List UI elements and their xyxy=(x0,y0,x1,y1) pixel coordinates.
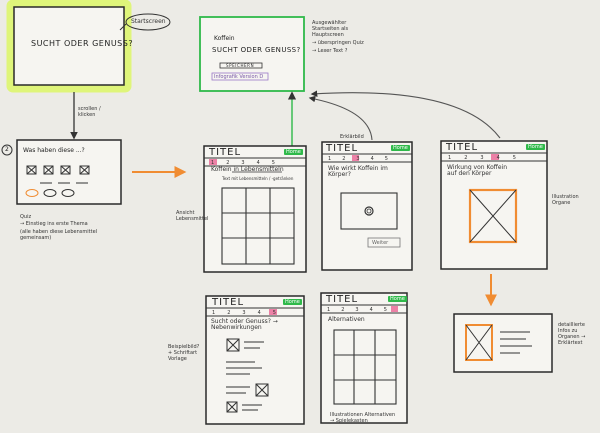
startscreen-bubble-label: Startscreen xyxy=(131,18,166,25)
tab-4[interactable]: 4 xyxy=(257,310,273,316)
tab-3[interactable]: 3 xyxy=(241,160,257,166)
tab-5[interactable]: 5 xyxy=(512,155,529,161)
screen5-title: TITEL xyxy=(326,294,359,305)
screen2-button-label: Weiter xyxy=(372,240,389,246)
screen3-home-button[interactable]: Home xyxy=(526,144,545,150)
quiz-caption-3: (alle haben diese Lebensmittel gemeinsam… xyxy=(20,229,98,241)
tab-4[interactable]: 4 xyxy=(496,155,513,161)
tab-5[interactable]: 5 xyxy=(384,156,399,162)
arrow-screen3-to-detail xyxy=(310,90,501,139)
fingerprint-icon xyxy=(364,206,374,216)
quiz-caption-2: → Einstieg ins erste Thema xyxy=(20,221,88,227)
startscreen-bubble xyxy=(125,13,171,31)
screen3-title: TITEL xyxy=(446,142,479,153)
screen2-tabs: 12345 xyxy=(328,156,399,162)
tab-3[interactable]: 3 xyxy=(480,155,497,161)
detail-card-strip xyxy=(219,62,263,69)
tab-2[interactable]: 2 xyxy=(464,155,481,161)
detail-card-frame xyxy=(199,16,305,92)
screen1-text: Koffein in Lebensmitteln xyxy=(211,166,284,173)
organ-detail-note: detaillierte Infos zu Organen → Erklärte… xyxy=(558,322,586,346)
tab-2[interactable]: 2 xyxy=(342,156,357,162)
fingerprint-icon-inner xyxy=(366,208,372,214)
tab-3[interactable]: 3 xyxy=(355,307,370,313)
start-highlight xyxy=(6,0,132,93)
start-title: SUCHT ODER GENUSS? xyxy=(31,39,134,48)
tab-5[interactable]: 5 xyxy=(272,310,288,316)
detail-card-sub: Infografik Version D xyxy=(214,74,264,80)
tab-2[interactable]: 2 xyxy=(341,307,356,313)
screen-frames xyxy=(203,140,553,425)
tab-5[interactable]: 5 xyxy=(383,307,398,313)
quiz-options xyxy=(25,165,90,197)
tab-2[interactable]: 2 xyxy=(226,160,242,166)
detail-note-1: Ausgewählter Startseiten als Hauptscreen xyxy=(312,20,349,38)
detail-note-2: → überspringen Quiz xyxy=(312,40,364,46)
screen5-text: Alternativen xyxy=(328,316,365,323)
start-frame xyxy=(13,6,125,86)
screen-headers xyxy=(204,152,547,317)
tab-3[interactable]: 3 xyxy=(356,156,371,162)
detail-note-3: → Lexer Text ? xyxy=(312,48,348,54)
tab-1[interactable]: 1 xyxy=(448,155,465,161)
screen2-home-button[interactable]: Home xyxy=(391,145,410,151)
screen4-side-note: Beispielbild? + Schriftart Vorlage xyxy=(168,344,200,362)
screen4-title: TITEL xyxy=(212,297,245,308)
organ-detail-image xyxy=(465,324,493,361)
tab-1[interactable]: 1 xyxy=(327,307,342,313)
detail-card-sub-box xyxy=(211,72,269,81)
screen2-text: Wie wirkt Koffein im Körper? xyxy=(328,165,388,178)
step-marker-circle xyxy=(1,144,13,156)
screen4-content xyxy=(226,338,269,413)
detail-card-strip-label: SPEICHERN xyxy=(226,63,255,68)
tab-4[interactable]: 4 xyxy=(369,307,384,313)
tab-1[interactable]: 1 xyxy=(212,310,228,316)
quiz-frame xyxy=(16,139,122,205)
screen1-grid xyxy=(221,187,295,265)
screen2-image xyxy=(340,192,398,230)
tab-4[interactable]: 4 xyxy=(256,160,272,166)
screen2-title: TITEL xyxy=(326,143,359,154)
screen3-text: Wirkung von Koffein auf den Körper xyxy=(447,164,508,177)
screen4-home-button[interactable]: Home xyxy=(283,299,302,305)
screen1-home-button[interactable]: Home xyxy=(284,149,303,155)
quiz-caption-1: Quiz xyxy=(20,214,32,220)
arrow-screen2-to-detail xyxy=(308,95,373,141)
screen5-below: Illustrationen Alternativen → Spielekast… xyxy=(330,412,396,424)
step-marker: 2 xyxy=(5,146,9,153)
active-tab-markers xyxy=(209,154,499,315)
screen1-side-note: Ansicht Lebensmittel xyxy=(176,210,209,222)
screen3-tabs: 12345 xyxy=(448,155,529,161)
scroll-click-label: scrollen / klicken xyxy=(78,106,101,118)
screen1-tabs: 12345 xyxy=(211,160,287,166)
tab-2[interactable]: 2 xyxy=(227,310,243,316)
screen4-tabs: 12345 xyxy=(212,310,288,316)
bubble-pointer xyxy=(119,23,127,31)
tab-5[interactable]: 5 xyxy=(271,160,287,166)
tab-4[interactable]: 4 xyxy=(370,156,385,162)
screen1-sub: Text mit Lebensmitteln / -getränken xyxy=(222,176,294,181)
screen5-home-button[interactable]: Home xyxy=(388,296,407,302)
screen4-text: Sucht oder Genuss? → Nebenwirkungen xyxy=(211,318,278,331)
detail-card-headline: SUCHT ODER GENUSS? xyxy=(212,46,301,54)
screen5-grid xyxy=(333,329,397,405)
screen1-title: TITEL xyxy=(209,147,242,158)
organ-detail-cross xyxy=(465,324,493,361)
organ-detail-lines xyxy=(500,331,532,354)
screen3-side-note: Illustration Organe xyxy=(552,194,579,206)
quiz-question: Was haben diese ...? xyxy=(23,147,85,154)
detail-card-name: Koffein xyxy=(214,35,235,42)
screen2-button[interactable] xyxy=(367,237,401,248)
tab-3[interactable]: 3 xyxy=(242,310,258,316)
screen5-tabs: 12345 xyxy=(327,307,398,313)
tab-1[interactable]: 1 xyxy=(211,160,227,166)
screen3-organ-cross xyxy=(469,189,517,243)
screen2-above: Erklärbild xyxy=(340,134,364,140)
tab-1[interactable]: 1 xyxy=(328,156,343,162)
screen3-organ-image xyxy=(468,188,518,244)
